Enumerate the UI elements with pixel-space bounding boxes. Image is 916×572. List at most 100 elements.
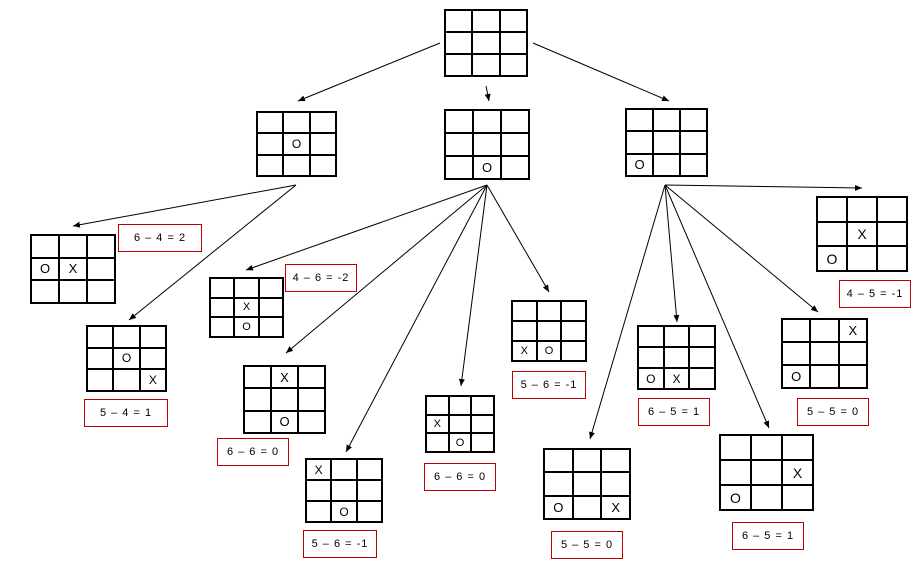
board-cell bbox=[810, 342, 839, 365]
board-cell: X bbox=[782, 460, 813, 485]
board-cell bbox=[309, 112, 336, 134]
board-cell bbox=[471, 433, 494, 452]
board-cell bbox=[689, 347, 715, 368]
board-cell bbox=[473, 133, 501, 156]
board-cell bbox=[536, 321, 562, 341]
board-cell bbox=[87, 280, 115, 303]
board-cell bbox=[877, 197, 907, 222]
edge-c-to-c2 bbox=[664, 184, 680, 323]
edge-b-to-b5 bbox=[486, 184, 550, 293]
board-cell bbox=[499, 32, 527, 54]
board-cell: O bbox=[536, 341, 562, 361]
board-cell: O bbox=[113, 347, 140, 370]
board-cell bbox=[663, 326, 690, 347]
board-cell bbox=[653, 131, 680, 154]
board-cell bbox=[87, 257, 115, 281]
board-cell bbox=[113, 326, 140, 348]
board-cell bbox=[306, 501, 332, 522]
board-cell bbox=[877, 246, 907, 271]
board-cell bbox=[139, 347, 166, 370]
score-c5: 4 – 5 = -1 bbox=[839, 280, 911, 308]
board-cell bbox=[87, 347, 114, 370]
board-cell bbox=[472, 54, 500, 76]
board-cell bbox=[445, 32, 473, 54]
score-b5: 5 – 6 = -1 bbox=[512, 371, 586, 399]
score-b3: 5 – 6 = -1 bbox=[303, 530, 377, 558]
score-a2: 5 – 4 = 1 bbox=[84, 399, 168, 427]
score-b2: 6 – 6 = 0 bbox=[217, 438, 289, 466]
board-cell bbox=[258, 297, 283, 318]
board-cell: O bbox=[720, 485, 751, 510]
board-a: O bbox=[256, 111, 337, 177]
board-cell bbox=[561, 341, 586, 361]
board-cell bbox=[471, 414, 494, 434]
board-cell bbox=[445, 54, 473, 76]
board-cell bbox=[210, 278, 235, 298]
board-cell bbox=[113, 369, 140, 391]
board-cell: O bbox=[331, 501, 357, 522]
board-cell bbox=[782, 485, 813, 510]
edge-c-to-c5 bbox=[664, 184, 863, 191]
board-cell bbox=[638, 347, 664, 368]
board-b: O bbox=[444, 109, 530, 180]
board-cell bbox=[572, 472, 602, 496]
board-cell: X bbox=[426, 414, 449, 434]
board-cell bbox=[87, 369, 114, 391]
board-cell bbox=[680, 131, 707, 154]
edge-root-to-b bbox=[484, 85, 491, 102]
board-cell bbox=[501, 156, 529, 179]
edge-b-to-b4 bbox=[458, 184, 488, 387]
score-b1: 4 – 6 = -2 bbox=[285, 264, 357, 292]
board-cell: O bbox=[271, 410, 298, 433]
board-cell bbox=[536, 301, 562, 321]
board-cell bbox=[561, 321, 586, 341]
score-c3: 6 – 5 = 1 bbox=[732, 522, 804, 550]
board-cell bbox=[257, 112, 284, 134]
board-cell bbox=[601, 472, 630, 496]
edge-c-to-c4 bbox=[664, 184, 819, 313]
score-a1: 6 – 4 = 2 bbox=[118, 224, 202, 252]
board-cell: X bbox=[601, 495, 630, 519]
board-cell bbox=[87, 235, 115, 258]
board-cell bbox=[356, 501, 382, 522]
board-cell: X bbox=[271, 366, 298, 389]
board-cell bbox=[720, 460, 751, 485]
board-cell: X bbox=[847, 221, 877, 247]
board-cell bbox=[31, 280, 59, 303]
board-cell bbox=[838, 342, 867, 365]
board-cell bbox=[561, 301, 586, 321]
board-cell bbox=[471, 396, 494, 415]
board-cell bbox=[87, 326, 114, 348]
board-cell bbox=[426, 396, 449, 415]
board-cell bbox=[601, 449, 630, 473]
board-cell bbox=[298, 388, 325, 411]
edge-a-to-a2 bbox=[128, 184, 297, 321]
board-cell bbox=[426, 433, 449, 452]
board-cell: O bbox=[638, 368, 664, 389]
board-cell: O bbox=[473, 156, 501, 179]
board-cell bbox=[847, 246, 877, 271]
board-cell bbox=[810, 319, 839, 342]
board-cell bbox=[448, 414, 472, 434]
board-cell bbox=[782, 342, 811, 365]
edge-b-to-b1 bbox=[245, 184, 488, 271]
board-cell bbox=[257, 133, 284, 155]
board-cell bbox=[298, 410, 325, 433]
board-cell bbox=[810, 365, 839, 388]
board-cell: X bbox=[234, 297, 259, 318]
board-cell bbox=[445, 156, 473, 179]
board-cell bbox=[544, 449, 573, 473]
board-cell bbox=[210, 317, 235, 337]
board-cell bbox=[244, 410, 271, 433]
board-cell bbox=[626, 131, 653, 154]
board-cell bbox=[258, 317, 283, 337]
board-cell: O bbox=[626, 153, 653, 176]
board-cell bbox=[309, 133, 336, 155]
board-cell bbox=[680, 153, 707, 176]
